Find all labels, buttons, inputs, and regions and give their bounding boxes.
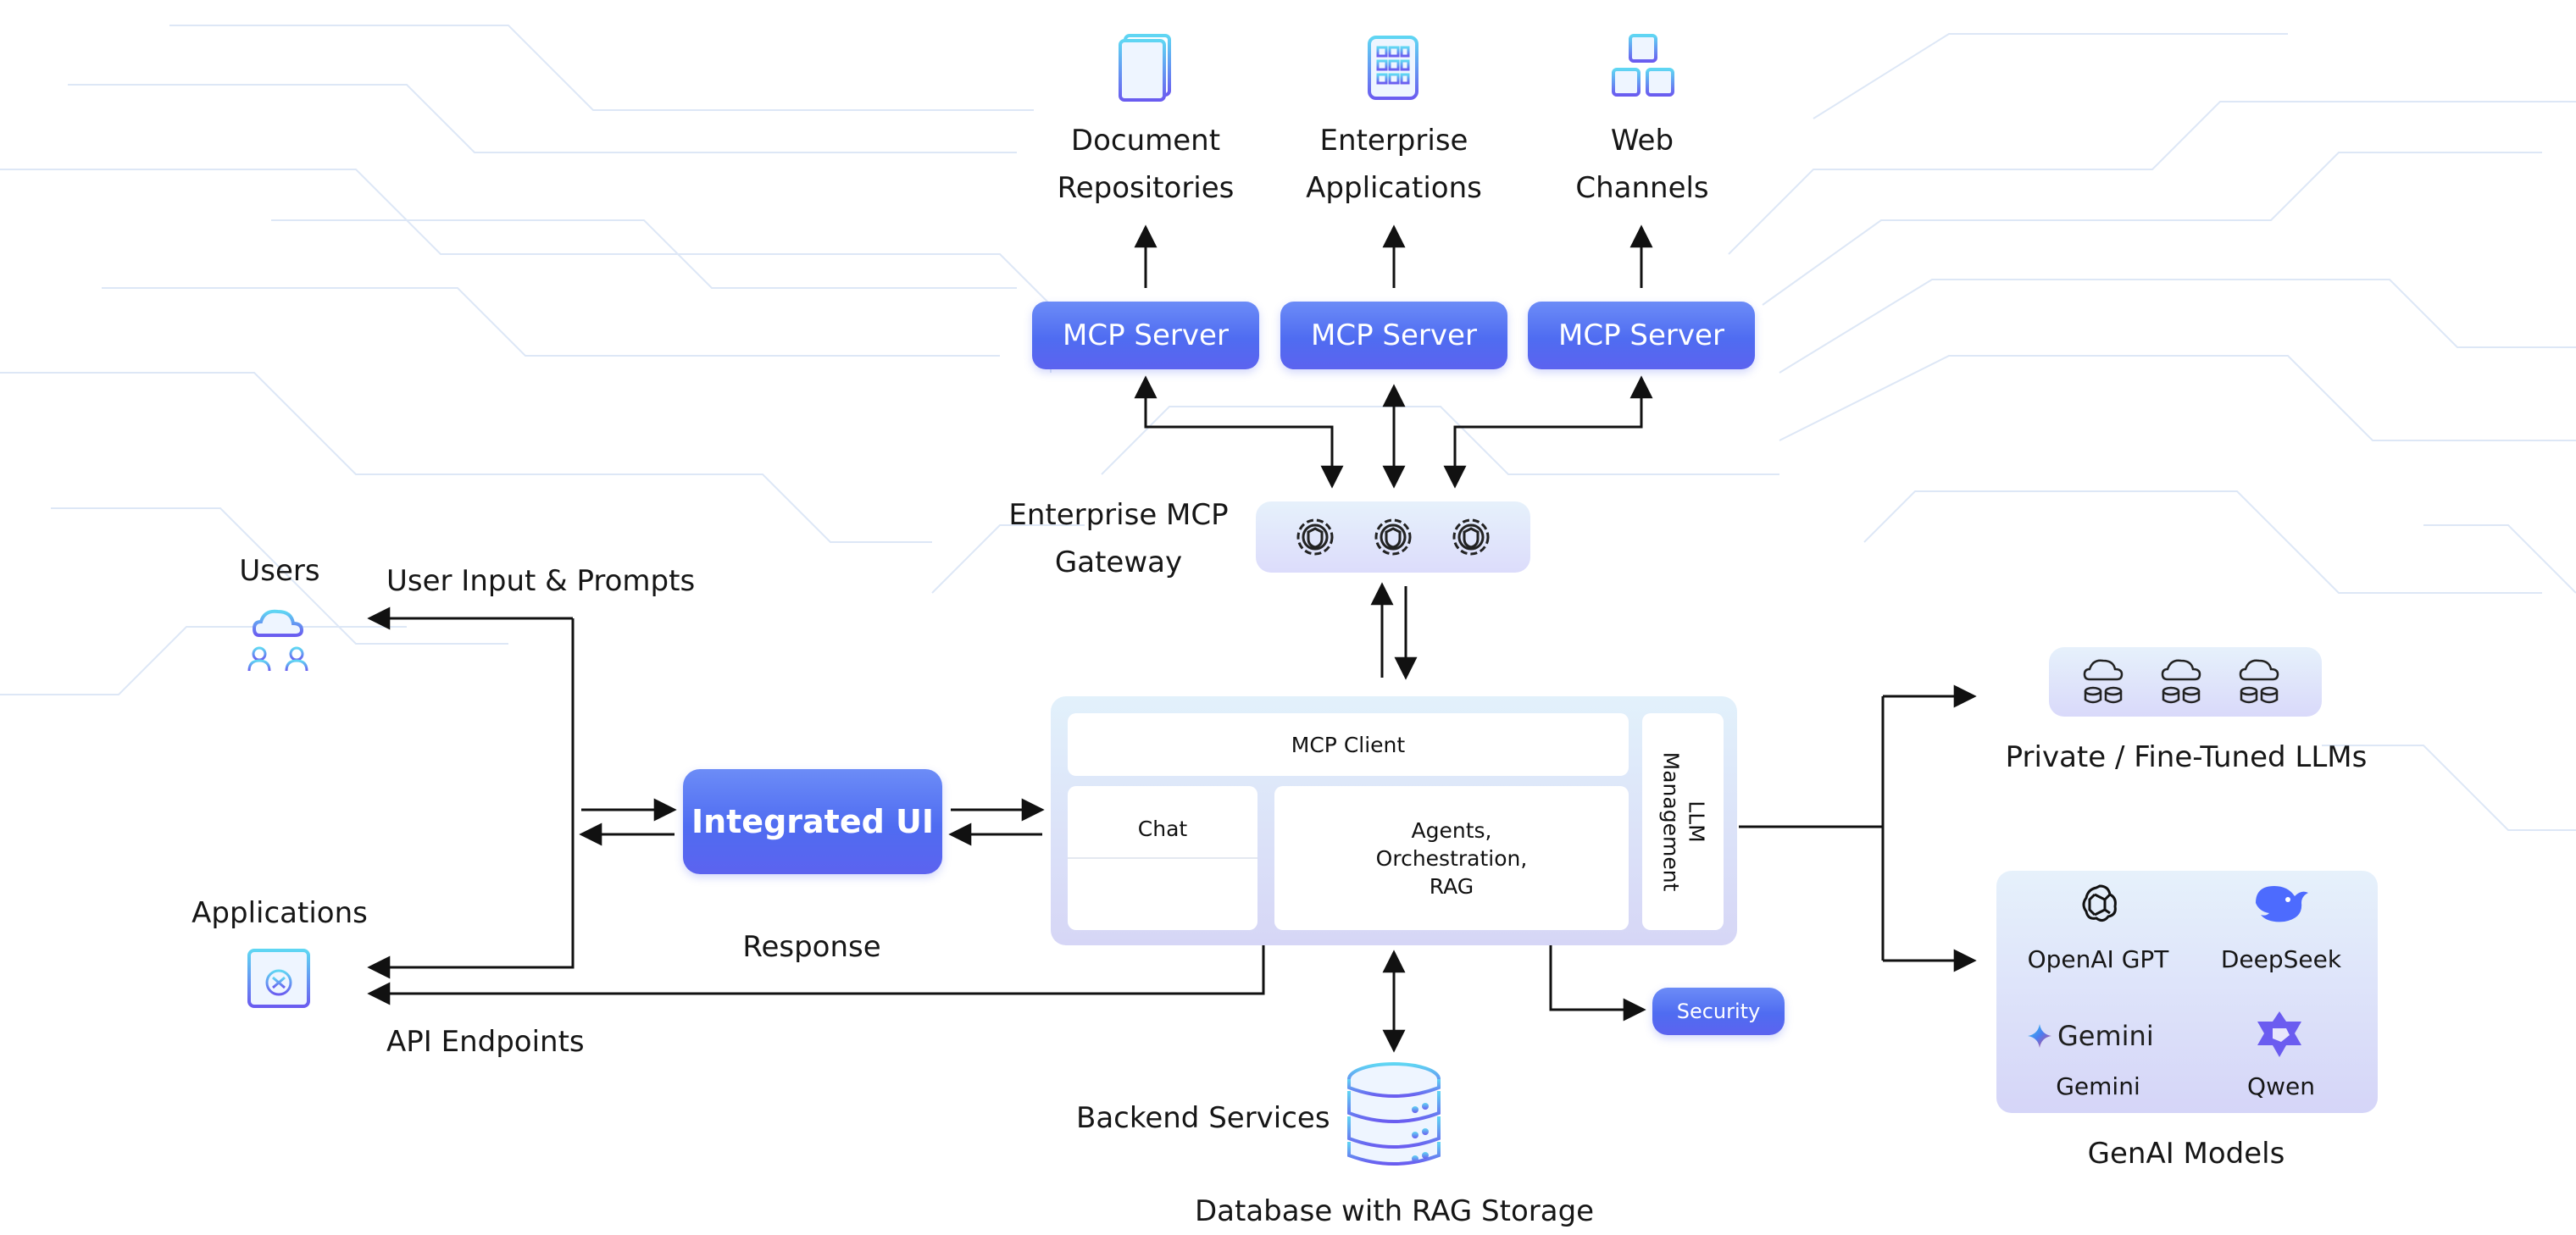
document-repositories-label: Document Repositories (1044, 117, 1247, 212)
chat-label: Chat (1137, 817, 1188, 841)
shield-gear-icon (1374, 518, 1412, 556)
chat-cell[interactable]: Chat (1068, 786, 1257, 930)
cloud-database-icon (2161, 659, 2201, 704)
shield-gear-icon (1296, 518, 1334, 556)
shield-gear-icon (1452, 518, 1490, 556)
mcp-server-2[interactable]: MCP Server (1280, 302, 1507, 369)
private-llm-icons (2083, 659, 2279, 704)
chat-divider (1068, 857, 1257, 859)
document-label-line2: Repositories (1057, 171, 1235, 205)
api-endpoints-label: API Endpoints (386, 1025, 585, 1059)
llm-management-cell: LLM Management (1642, 713, 1724, 930)
document-icon (1119, 34, 1171, 102)
enterprise-label-line2: Applications (1306, 171, 1482, 205)
qwen-label: Qwen (2247, 1072, 2315, 1100)
backend-services-label: Backend Services (1076, 1101, 1330, 1135)
gateway-gear-icons (1296, 518, 1490, 556)
document-label-line1: Document (1070, 124, 1221, 158)
cloud-database-icon (2239, 659, 2279, 704)
gateway-label-line2: Gateway (1054, 546, 1183, 579)
user-input-label: User Input & Prompts (386, 564, 696, 598)
genai-models-label: GenAI Models (2087, 1137, 2285, 1171)
enterprise-label-line1: Enterprise (1319, 124, 1468, 158)
llm-management-line2: Management (1658, 751, 1683, 892)
enterprise-applications-label: Enterprise Applications (1292, 117, 1496, 212)
users-label: Users (239, 554, 320, 588)
agents-line3: RAG (1429, 873, 1474, 899)
agents-cell: Agents, Orchestration, RAG (1274, 786, 1629, 930)
web-channels-icon (1612, 34, 1674, 97)
platform-hub: MCP Client Chat Agents, Orchestration, R… (1051, 696, 1737, 945)
gateway-label: Enterprise MCP Gateway (1000, 491, 1237, 586)
mcp-server-1[interactable]: MCP Server (1032, 302, 1259, 369)
gateway-panel (1256, 501, 1530, 573)
gemini-label: Gemini (2056, 1072, 2140, 1100)
tablet-apps-icon (1368, 36, 1418, 100)
mcp-server-3[interactable]: MCP Server (1528, 302, 1755, 369)
applications-label: Applications (192, 896, 368, 930)
private-llms-panel (2049, 647, 2322, 717)
mcp-client-cell: MCP Client (1068, 713, 1629, 776)
private-llms-label: Private / Fine-Tuned LLMs (2005, 740, 2368, 774)
database-label: Database with RAG Storage (1195, 1194, 1595, 1228)
security-button[interactable]: Security (1652, 988, 1785, 1035)
web-label-line2: Channels (1575, 171, 1709, 205)
web-channels-label: Web Channels (1541, 117, 1744, 212)
gemini-logo: Gemini (2027, 1020, 2154, 1052)
agents-line2: Orchestration, (1375, 845, 1528, 871)
cloud-database-icon (2083, 659, 2124, 704)
genai-models-panel (1996, 871, 2378, 1113)
response-label: Response (742, 930, 881, 964)
llm-management-line1: LLM (1684, 800, 1708, 843)
users-cloud-icon (247, 609, 308, 672)
web-label-line1: Web (1610, 124, 1674, 158)
gateway-label-line1: Enterprise MCP (1008, 498, 1229, 532)
application-window-icon (247, 949, 310, 1008)
deepseek-label: DeepSeek (2220, 945, 2342, 973)
openai-icon (2082, 884, 2117, 922)
gemini-wordmark: Gemini (2057, 1020, 2154, 1052)
openai-label: OpenAI GPT (2027, 945, 2169, 973)
deepseek-icon (2256, 886, 2308, 922)
integrated-ui-button[interactable]: Integrated UI (683, 769, 942, 874)
database-icon (1347, 1062, 1441, 1166)
qwen-icon (2257, 1011, 2301, 1057)
agents-line1: Agents, (1411, 817, 1492, 843)
gemini-sparkle-icon (2028, 1024, 2051, 1048)
